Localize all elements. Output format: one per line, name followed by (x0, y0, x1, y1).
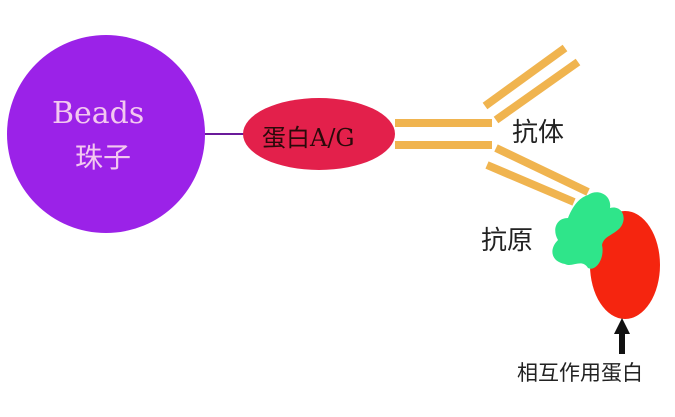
interacting-protein-ellipse (590, 211, 660, 319)
beads-label: Beads (52, 96, 145, 131)
arrow-up-icon (614, 318, 630, 354)
antibody-arm-lower-1 (494, 144, 590, 196)
antibody-arm-upper-1 (482, 44, 568, 110)
antibody-arm-upper-2 (493, 58, 581, 124)
antigen-label: 抗原 (481, 226, 534, 256)
beads-cn-label: 珠子 (75, 141, 132, 174)
bead-circle (7, 35, 205, 233)
antibody-arm-lower-2 (485, 161, 576, 206)
interacting-protein-label: 相互作用蛋白 (517, 361, 643, 385)
antigen-blob (552, 192, 624, 269)
antibody-label: 抗体 (512, 118, 565, 148)
antibody-shape (395, 44, 590, 206)
protein-ag-label: 蛋白A/G (262, 124, 355, 152)
protein-ag-ellipse (243, 98, 395, 170)
